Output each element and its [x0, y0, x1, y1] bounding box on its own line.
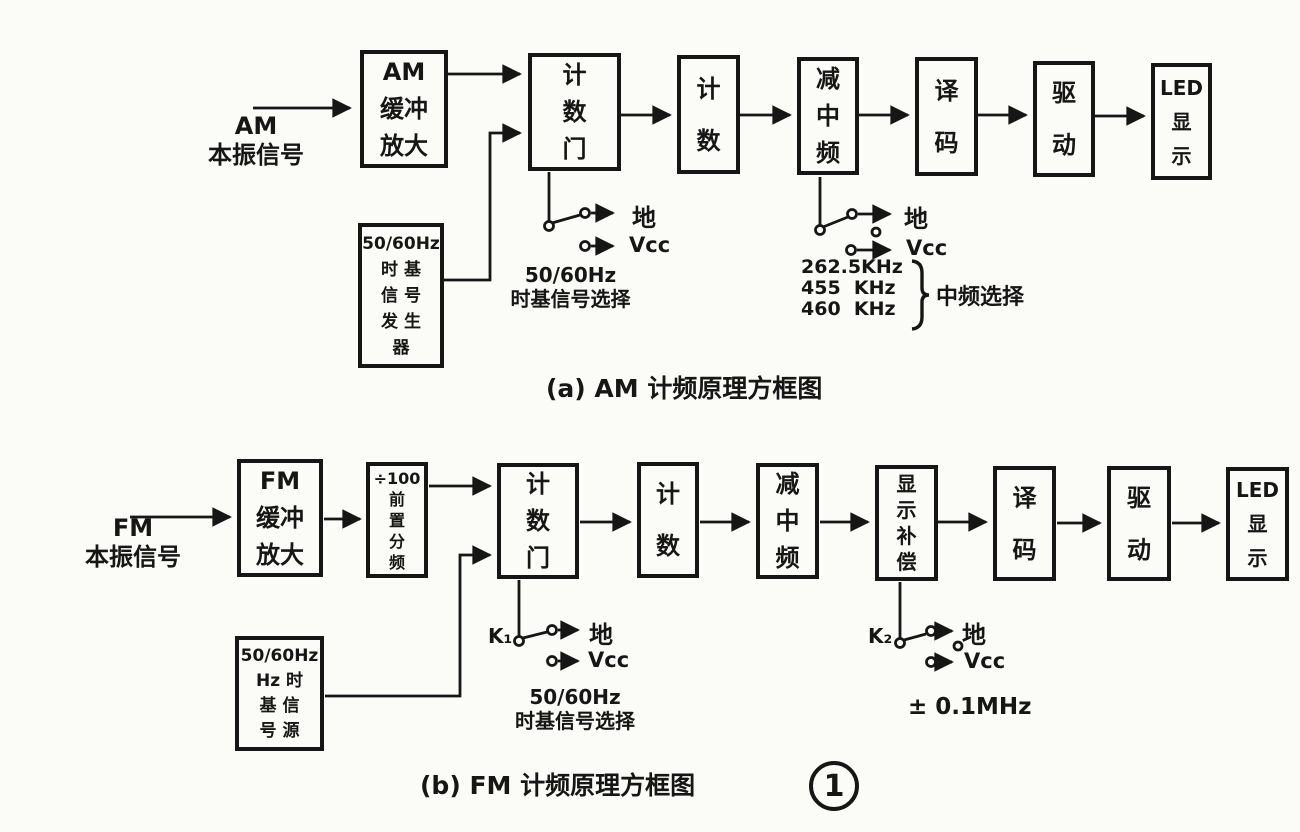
b-k1-vcc-label: Vcc: [588, 648, 630, 672]
switch-contact: [925, 656, 937, 668]
b-k2-switch-label: K₂: [868, 624, 893, 648]
block-b-prescaler-div100: ÷100 前 置 分 频: [366, 462, 428, 578]
a-gate-switch-vcc-label: Vcc: [629, 233, 671, 257]
a-if-frequency-list: 262.5KHz 455 KHz 460 KHz: [801, 256, 903, 320]
block-a-counter: 计 数: [677, 55, 740, 174]
switch-contact: [546, 655, 558, 667]
block-b-decoder: 译 码: [993, 466, 1056, 581]
a-if-select-label: 中频选择: [936, 285, 1025, 310]
caption-a: (a) AM 计频原理方框图: [546, 374, 823, 403]
b-k2-vcc-label: Vcc: [964, 649, 1006, 673]
block-b-led-display: LED 显 示: [1226, 467, 1289, 581]
switch-contact-middle: [952, 640, 964, 652]
block-b-driver: 驱 动: [1107, 466, 1171, 581]
switch-lever: [903, 632, 927, 642]
switch-contact-middle: [870, 226, 882, 238]
diagram-b-wires: [130, 476, 1221, 698]
block-a-decoder: 译 码: [915, 57, 978, 176]
a-if-spdt-switch: [814, 177, 892, 260]
switch-contact: [925, 625, 937, 637]
block-a-count-gate: 计 数 门: [528, 53, 621, 171]
b-input-signal-label: FM 本振信号: [85, 514, 181, 571]
block-fm-buffer-amplifier: FM 缓冲 放大: [237, 459, 323, 577]
switch-contact: [579, 240, 591, 252]
block-a-timebase-generator: 50/60Hz 时 基 信 号 发 生 器: [358, 223, 444, 368]
page-number-badge: 1: [809, 761, 859, 811]
switch-contact: [579, 207, 591, 219]
block-b-count-gate: 计 数 门: [497, 463, 579, 579]
a-timebase-to-gate-wire: [444, 123, 522, 282]
caption-b: (b) FM 计频原理方框图: [420, 771, 696, 800]
b-timebase-to-gate-wire: [325, 545, 492, 698]
block-b-timebase-source: 50/60Hz Hz 时 基 信 号 源: [235, 636, 324, 751]
switch-lever: [522, 630, 548, 640]
block-a-led-display: LED 显 示: [1151, 63, 1212, 180]
a-if-switch-ground-label: 地: [904, 205, 928, 233]
switch-contact: [546, 624, 558, 636]
b-timebase-select-caption: 50/60Hz 时基信号选择: [515, 685, 635, 733]
block-am-buffer-amplifier: AM 缓冲 放大: [360, 50, 448, 168]
b-tolerance-label: ± 0.1MHz: [908, 694, 1032, 720]
switch-pivot: [543, 220, 555, 232]
switch-pivot: [814, 224, 826, 236]
a-timebase-select-caption: 50/60Hz 时基信号选择: [510, 263, 631, 311]
b-k1-ground-label: 地: [589, 621, 613, 649]
block-b-counter: 计 数: [637, 462, 699, 578]
b-k1-switch-label: K₁: [488, 624, 513, 648]
switch-lever: [822, 215, 849, 229]
b-k2-ground-label: 地: [962, 621, 986, 649]
if-select-brace: [911, 259, 930, 331]
block-b-subtract-if: 减 中 频: [756, 463, 819, 579]
switch-pivot: [513, 635, 525, 647]
switch-contact: [845, 244, 857, 256]
diagram-a-wires: [253, 64, 1146, 331]
b-k2-spdt-switch: [894, 582, 964, 672]
b-k1-spdt-switch: [513, 580, 580, 671]
block-a-subtract-if: 减 中 频: [797, 57, 859, 175]
switch-contact: [846, 208, 858, 220]
block-a-driver: 驱 动: [1033, 61, 1095, 177]
a-gate-switch-ground-label: 地: [632, 204, 656, 232]
a-gate-spdt-switch: [543, 172, 615, 256]
switch-pivot: [894, 637, 906, 649]
switch-lever: [551, 213, 581, 225]
a-if-switch-vcc-label: Vcc: [906, 236, 948, 260]
block-b-display-compensation: 显 示 补 偿: [875, 465, 938, 581]
a-input-signal-label: AM 本振信号: [208, 112, 304, 169]
